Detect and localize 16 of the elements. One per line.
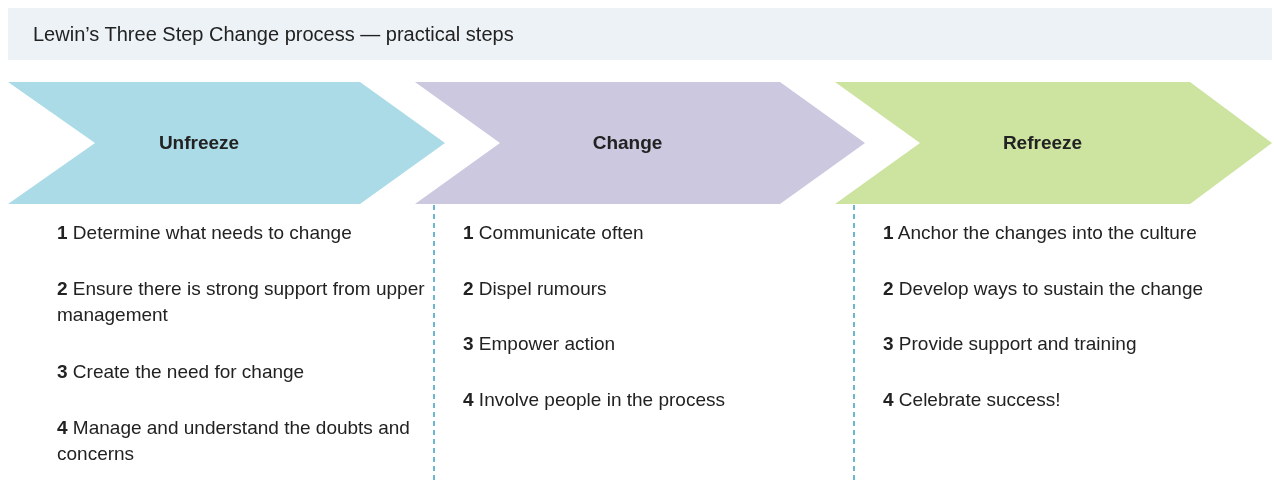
step-text: 3 Create the need for change (57, 360, 306, 384)
step-text: 4 Celebrate success! (883, 388, 1062, 412)
step-text: 3 Provide support and training (883, 332, 1138, 356)
step-text: 4 Manage and understand the doubts and concerns (57, 416, 411, 466)
step-text: 1 Communicate often (463, 221, 645, 245)
step-text: 2 Develop ways to sustain the change (883, 277, 1205, 301)
step-text: 4 Involve people in the process (463, 388, 726, 412)
step-text: 1 Determine what needs to change (57, 221, 353, 245)
step-text: 3 Empower action (463, 332, 617, 356)
step-text: 2 Dispel rumours (463, 277, 608, 301)
step-text: 2 Ensure there is strong support from upper management (57, 277, 426, 327)
chevron-step: Unfreeze (8, 82, 445, 204)
title-banner: Lewin’s Three Step Change process — practical steps (8, 8, 1272, 60)
chevron-step: Change (415, 82, 865, 204)
step-text: 1 Anchor the changes into the culture (883, 221, 1198, 245)
chevron-step: Refreeze (835, 82, 1272, 204)
